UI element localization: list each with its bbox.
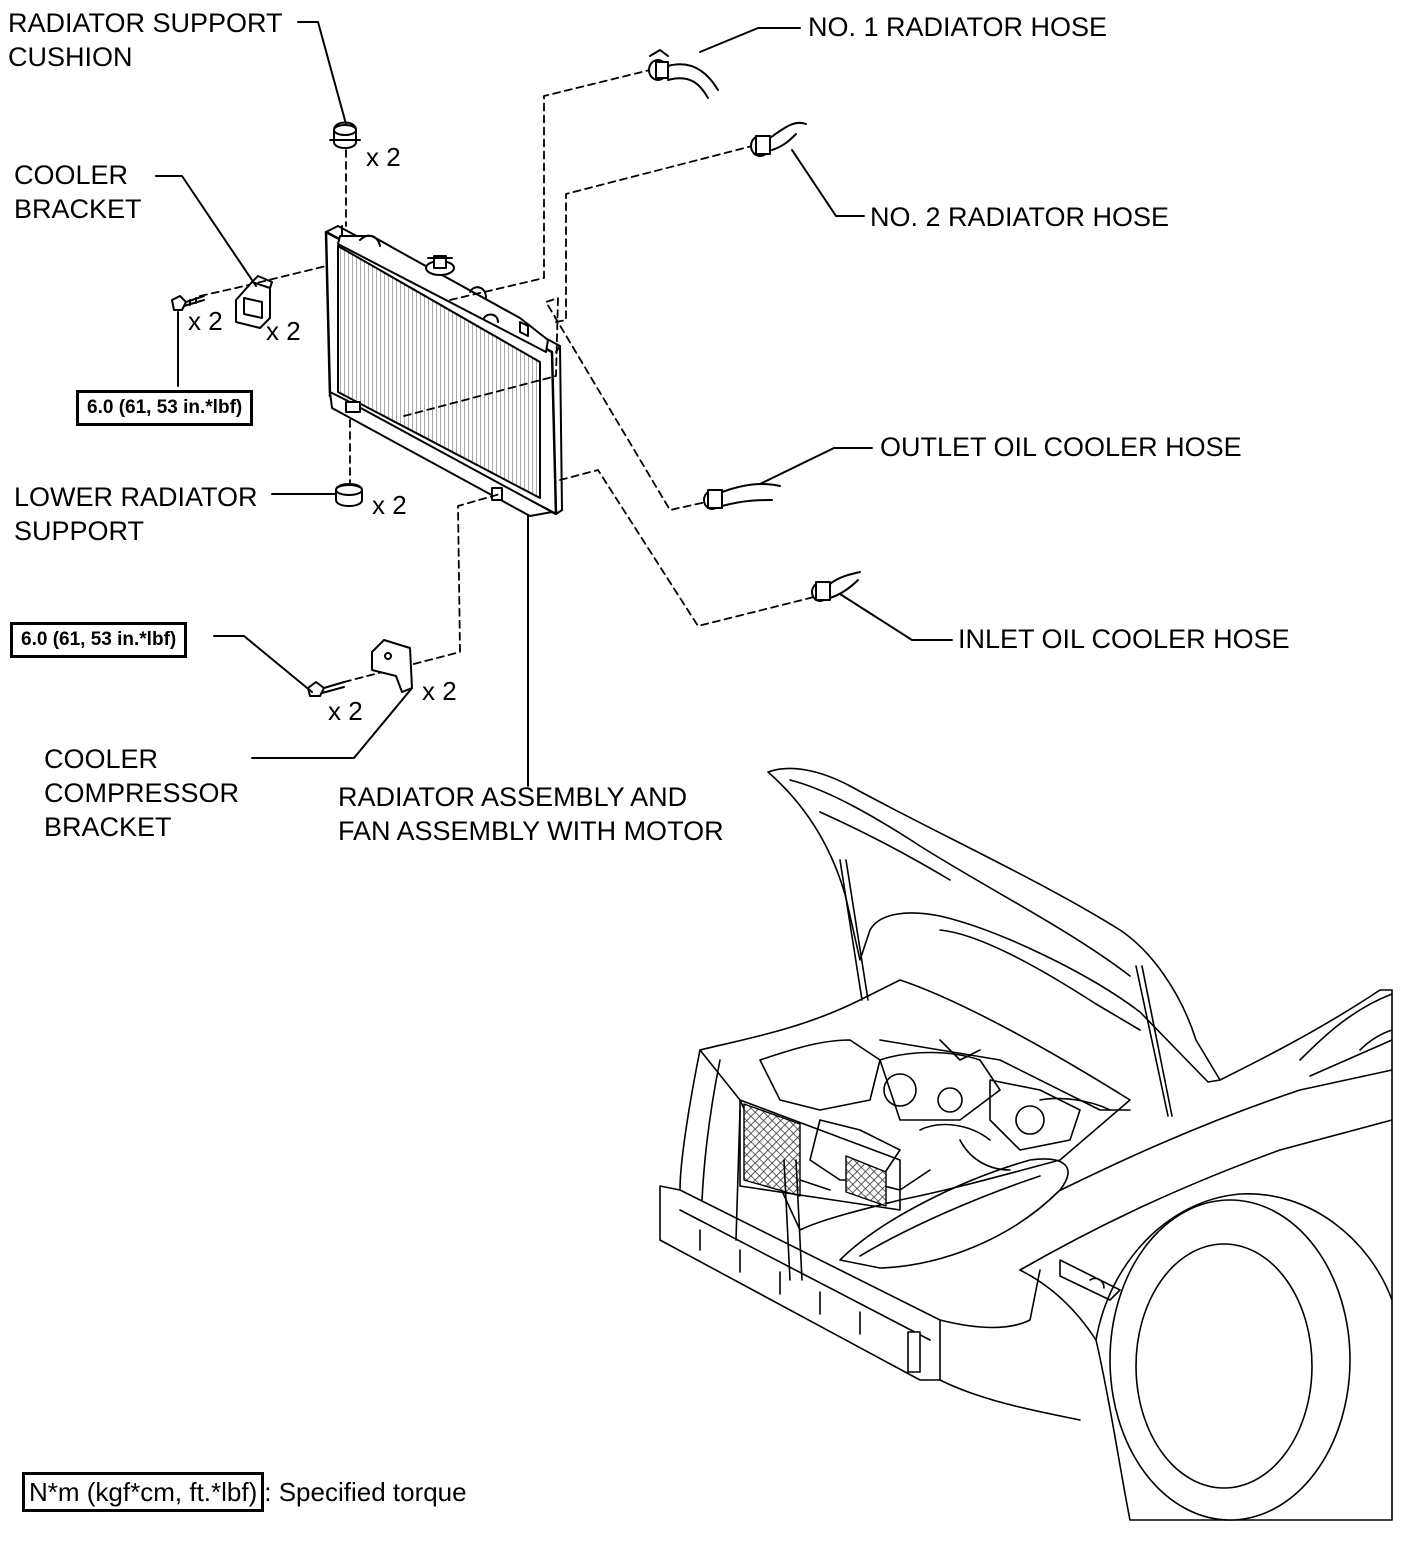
torque-cooler-bracket-bolt: 6.0 (61, 53 in.*lbf) [76, 390, 254, 426]
vehicle-bumper-reinforcement [659, 1185, 941, 1381]
qty-cooler-bracket: x 2 [266, 316, 301, 346]
dashed-connection-lines [199, 69, 819, 683]
label-radiator-support-cushion: RADIATOR SUPPORT CUSHION [8, 8, 283, 72]
torque-compressor-bracket-bolt: 6.0 (61, 53 in.*lbf) [10, 622, 188, 658]
no2-radiator-hose-part [750, 121, 807, 157]
vehicle-fender [1019, 989, 1393, 1521]
label-cooler-bracket: COOLER BRACKET [14, 160, 142, 224]
engine-bay [699, 979, 1131, 1231]
cooler-bracket-part [235, 275, 273, 329]
leader-inlet-hose [839, 593, 953, 641]
vehicle-radiator-mesh [743, 1103, 801, 1197]
leader-compressor-torque [213, 635, 313, 693]
leader-compressor-bracket [251, 687, 413, 759]
compressor-bracket-bolt [307, 681, 345, 697]
dash-cooler-bracket [199, 265, 327, 297]
dash-no1-hose [449, 69, 651, 301]
outlet-oil-cooler-hose-part [703, 483, 781, 510]
radiator-support-cushion-part [329, 121, 361, 149]
radiator-core [337, 245, 541, 499]
dash-no2-hose [555, 145, 753, 323]
torque-legend: N*m (kgf*cm, ft.*lbf): Specified torque [22, 1472, 467, 1512]
leader-no2-hose [791, 149, 865, 217]
legend-unit-box: N*m (kgf*cm, ft.*lbf) [22, 1472, 265, 1512]
inlet-oil-cooler-hose-part [811, 571, 861, 602]
no1-radiator-hose-part [648, 49, 719, 99]
label-no1-radiator-hose: NO. 1 RADIATOR HOSE [808, 12, 1108, 42]
label-radiator-assembly: RADIATOR ASSEMBLY AND FAN ASSEMBLY WITH … [338, 782, 724, 846]
lower-radiator-support-part [335, 483, 363, 507]
label-no2-radiator-hose: NO. 2 RADIATOR HOSE [870, 202, 1170, 232]
label-outlet-oil-cooler-hose: OUTLET OIL COOLER HOSE [880, 432, 1242, 462]
qty-compressor-bolt: x 2 [328, 696, 363, 726]
dash-outlet-hose [403, 297, 707, 511]
vehicle-wheel [1109, 1199, 1351, 1521]
cooler-compressor-bracket-part [371, 639, 413, 693]
label-inlet-oil-cooler-hose: INLET OIL COOLER HOSE [958, 624, 1290, 654]
vehicle-locator-illustration [659, 767, 1393, 1521]
cooler-bracket-bolt [171, 295, 205, 311]
leader-lines [155, 21, 953, 787]
leader-cushion [297, 21, 347, 125]
dash-inlet-hose [559, 469, 819, 627]
qty-cooler-bolt: x 2 [188, 306, 223, 336]
radiator-assembly [324, 225, 563, 517]
radiator-cap [425, 255, 455, 276]
label-lower-radiator-support: LOWER RADIATOR SUPPORT [14, 482, 258, 546]
qty-lower-support: x 2 [372, 490, 407, 520]
radiator-lower-tank [329, 391, 553, 517]
leader-cooler-bracket [155, 175, 257, 287]
hood-support-left [839, 859, 863, 1001]
qty-cushion: x 2 [366, 142, 401, 172]
legend-description: : Specified torque [264, 1477, 467, 1507]
qty-compressor-bracket: x 2 [422, 676, 457, 706]
leader-outlet-hose [759, 447, 873, 485]
hood-support-right [1135, 965, 1169, 1117]
leader-no1-hose [699, 27, 801, 53]
dash-compressor-bracket [343, 493, 501, 683]
vehicle-hood [767, 767, 1221, 1083]
label-cooler-compressor-bracket: COOLER COMPRESSOR BRACKET [44, 744, 240, 842]
